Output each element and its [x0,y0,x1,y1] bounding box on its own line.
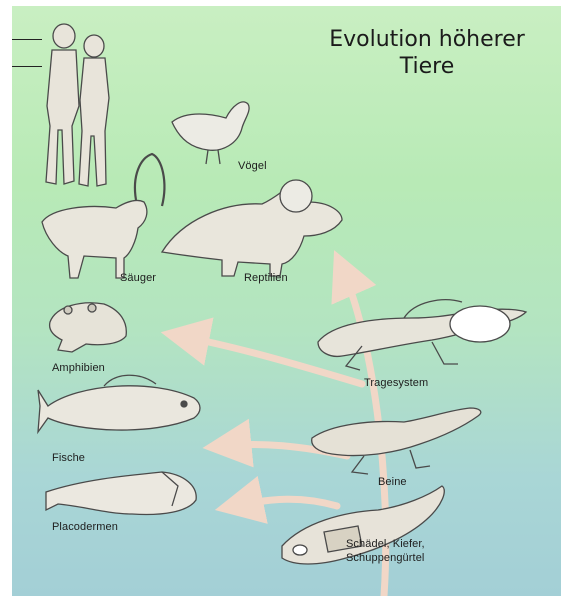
label-amphibien: Amphibien [52,362,105,375]
salamander-tragesystem-illustration [318,300,526,370]
branch-arrow-placodermen [234,499,337,506]
label-schaedel-line-2: Schuppengürtel [346,552,424,565]
label-placodermen: Placodermen [52,521,118,534]
label-saeuger: Säuger [120,272,156,285]
label-reptilien: Reptilien [244,272,288,285]
chicken-illustration [172,102,249,164]
label-tragesystem: Tragesystem [364,377,428,390]
title-line-1: Evolution höherer [307,26,547,53]
label-fische: Fische [52,452,85,465]
tetrapod-beine-illustration [312,408,481,474]
illustration-frame: Evolution höherer Tiere Vögel Säuger Rep… [12,6,561,596]
title-line-2: Tiere [307,53,547,80]
humans-illustration [46,24,109,186]
placoderm-illustration [46,472,196,514]
label-beine: Beine [378,476,407,489]
label-schaedel-line-1: Schädel, Kiefer, [346,538,425,551]
perch-fish-illustration [38,375,200,432]
evolution-artwork [12,6,561,596]
diagram-title: Evolution höherer Tiere [307,26,547,80]
triceratops-illustration [162,180,342,276]
label-voegel: Vögel [238,160,267,173]
frog-illustration [50,303,127,352]
